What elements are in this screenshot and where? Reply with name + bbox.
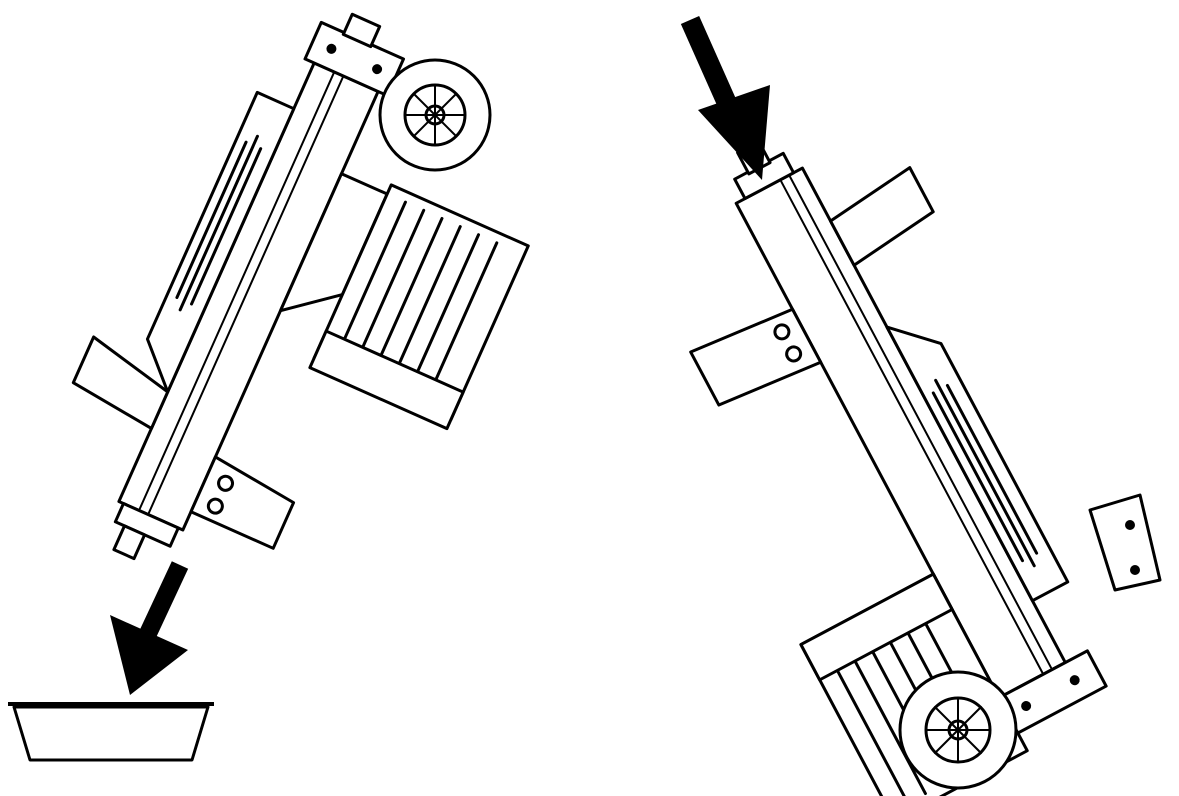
motor-icon (308, 183, 530, 431)
left-log-table (71, 335, 296, 550)
right-side-bracket (1088, 493, 1162, 592)
right-wheel-icon (898, 670, 1018, 790)
right-side-plate (885, 325, 1070, 603)
arrow-down-icon (110, 561, 189, 695)
right-log-tables (689, 166, 935, 407)
left-drain-plug (112, 502, 180, 561)
wheel-icon (378, 58, 492, 172)
drain-pan-icon (8, 702, 214, 762)
right-panel-splitter (689, 139, 1162, 796)
right-arrow-down-icon (680, 15, 770, 180)
left-panel-splitter (71, 12, 530, 561)
left-top-bracket (303, 12, 405, 98)
